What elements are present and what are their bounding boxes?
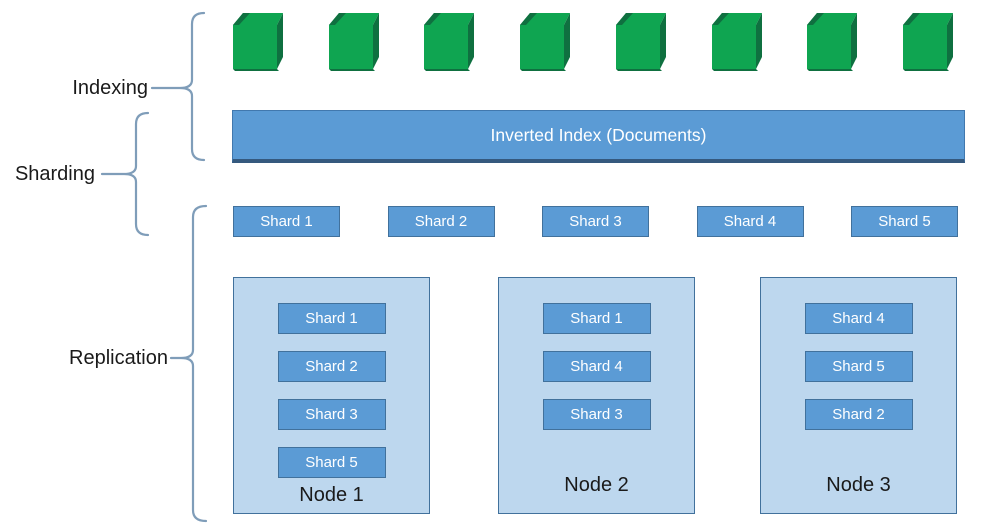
inverted-index-bar: Inverted Index (Documents) — [232, 110, 965, 163]
node-shard: Shard 1 — [277, 303, 386, 334]
shard-label: Shard 1 — [570, 310, 623, 327]
shard-label: Shard 1 — [260, 213, 313, 230]
shard-row: Shard 1 Shard 2 Shard 3 Shard 4 Shard 5 — [233, 206, 958, 237]
shard-label: Shard 5 — [878, 213, 931, 230]
document-cube-icon — [520, 13, 571, 71]
shard-label: Shard 3 — [305, 406, 358, 423]
node-2-label: Node 2 — [564, 474, 629, 496]
node-shard: Shard 4 — [804, 303, 913, 334]
node-3-label: Node 3 — [826, 474, 891, 496]
documents-row — [233, 12, 955, 72]
node-shard: Shard 3 — [277, 399, 386, 430]
document-cube-icon — [902, 13, 953, 71]
document-cube-icon — [233, 13, 283, 71]
shard-box: Shard 1 — [233, 206, 340, 237]
node-1-label: Node 1 — [299, 484, 364, 506]
node-2: Shard 1 Shard 4 Shard 3 Node 2 — [498, 277, 695, 514]
shard-label: Shard 4 — [832, 310, 885, 327]
node-2-shards: Shard 1 Shard 4 Shard 3 — [499, 303, 694, 430]
shard-label: Shard 3 — [570, 406, 623, 423]
document-cube-icon — [615, 13, 666, 71]
indexing-label: Indexing — [72, 77, 148, 99]
node-shard: Shard 2 — [277, 351, 386, 382]
node-shard: Shard 2 — [804, 399, 913, 430]
node-3-shards: Shard 4 Shard 5 Shard 2 — [761, 303, 956, 430]
indexing-brace — [150, 11, 206, 162]
shard-label: Shard 2 — [832, 406, 885, 423]
document-cube-icon — [711, 13, 762, 71]
shard-label: Shard 1 — [305, 310, 358, 327]
shard-label: Shard 2 — [305, 358, 358, 375]
node-shard: Shard 3 — [542, 399, 651, 430]
sharding-label: Sharding — [14, 163, 95, 185]
node-1: Shard 1 Shard 2 Shard 3 Shard 5 Node 1 — [233, 277, 430, 514]
shard-box: Shard 5 — [851, 206, 958, 237]
node-shard: Shard 1 — [542, 303, 651, 334]
shard-box: Shard 4 — [696, 206, 804, 237]
shard-label: Shard 3 — [569, 213, 622, 230]
node-1-shards: Shard 1 Shard 2 Shard 3 Shard 5 — [234, 303, 429, 478]
node-shard: Shard 5 — [277, 447, 386, 478]
document-cube-icon — [807, 13, 858, 71]
shard-label: Shard 4 — [570, 358, 623, 375]
shard-label: Shard 4 — [723, 213, 777, 230]
shard-label: Shard 5 — [305, 454, 358, 471]
shard-box: Shard 2 — [387, 206, 495, 237]
node-shard: Shard 4 — [542, 351, 651, 382]
document-cube-icon — [424, 13, 475, 71]
node-shard: Shard 5 — [804, 351, 913, 382]
replication-label: Replication — [69, 347, 168, 369]
shard-label: Shard 5 — [832, 358, 885, 375]
shard-label: Shard 2 — [414, 213, 468, 230]
shard-box: Shard 3 — [542, 206, 649, 237]
document-cube-icon — [328, 13, 379, 71]
replication-brace — [169, 204, 208, 523]
sharding-brace — [100, 111, 150, 237]
inverted-index-label: Inverted Index (Documents) — [490, 124, 707, 145]
node-3: Shard 4 Shard 5 Shard 2 Node 3 — [760, 277, 957, 514]
